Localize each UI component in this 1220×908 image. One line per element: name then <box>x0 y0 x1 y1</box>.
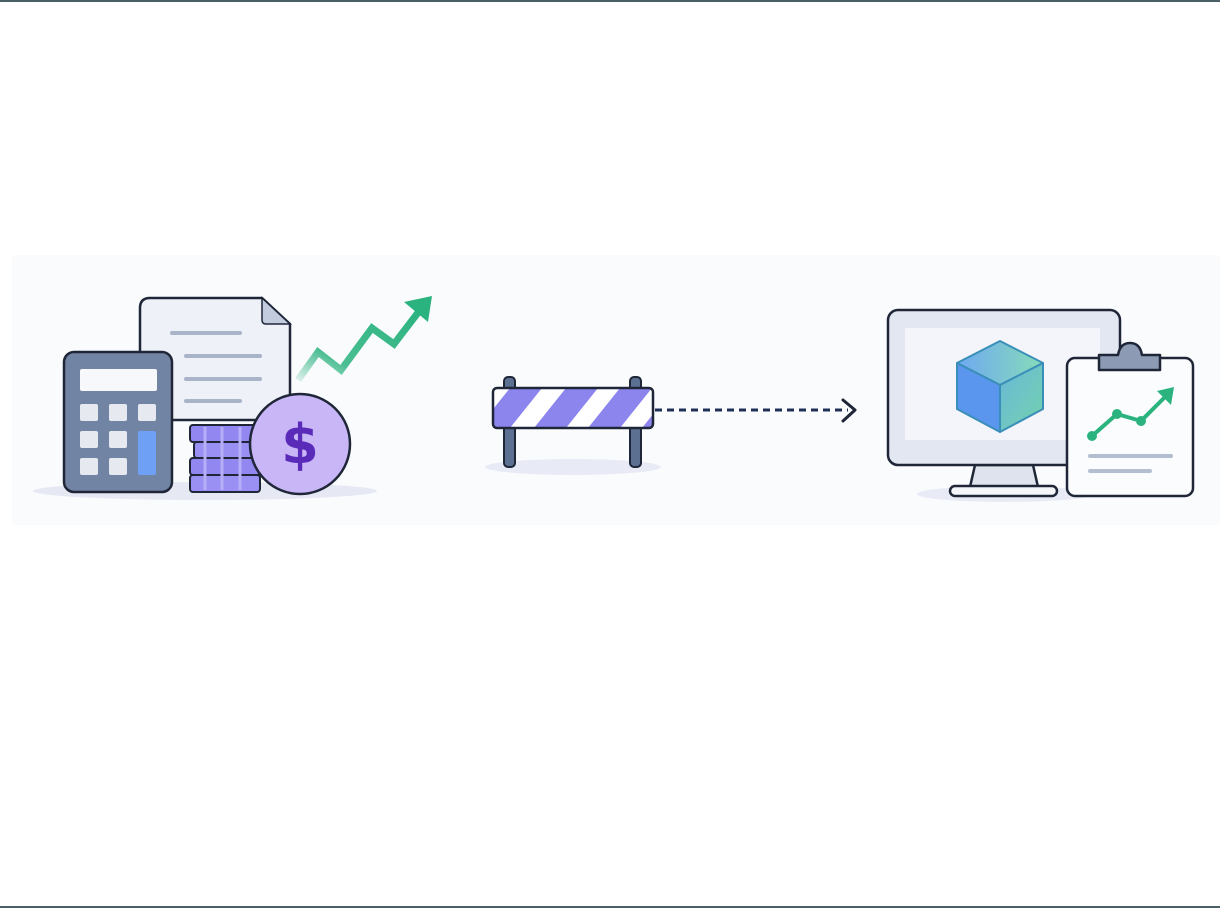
outcome-group <box>886 308 1195 502</box>
dashed-connector-right <box>655 398 857 423</box>
cube-icon <box>956 340 1044 433</box>
clipboard-chart-icon <box>1065 341 1195 498</box>
finance-group: $ <box>33 296 432 500</box>
trend-up-arrow-icon <box>295 296 432 383</box>
coin-stack-icon <box>189 424 261 493</box>
frame-bottom-border <box>0 906 1220 908</box>
dollar-sign: $ <box>281 413 319 476</box>
dollar-coin-icon: $ <box>248 392 352 496</box>
barrier-shadow <box>485 459 661 475</box>
arrowhead-icon <box>841 398 857 423</box>
calculator-icon <box>62 350 174 494</box>
road-barrier-icon <box>485 376 661 475</box>
frame-top-border <box>0 0 1220 2</box>
document-icon <box>138 296 292 422</box>
